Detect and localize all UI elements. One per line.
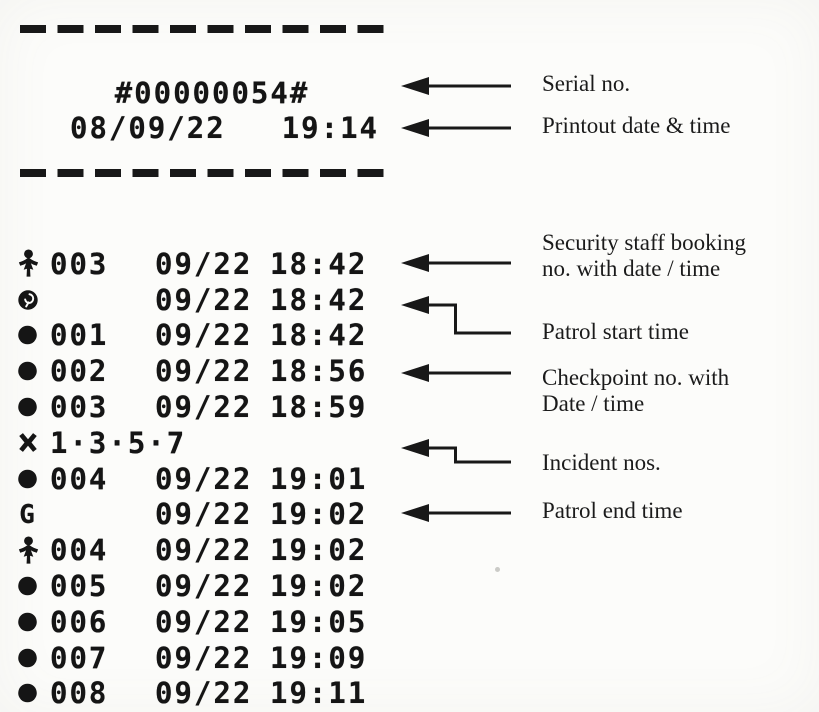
- checkpoint-icon: [16, 607, 50, 637]
- arrow-checkpoint: [401, 362, 513, 384]
- patrol-end-icon: G: [16, 499, 50, 529]
- record-time: 19:02: [270, 569, 368, 604]
- serial-number: #00000054#: [114, 76, 310, 110]
- record-time: 19:02: [270, 533, 368, 568]
- record-number: 004: [50, 461, 109, 496]
- record-time: 19:05: [270, 604, 368, 639]
- arrow-patrol-end: [401, 502, 513, 524]
- annotation-text: Patrol end time: [542, 498, 683, 523]
- annotation-text: Printout date & time: [542, 113, 731, 138]
- record-number: 005: [50, 569, 109, 604]
- record-time: 18:56: [270, 354, 368, 389]
- arrow-printout-datetime: [401, 117, 513, 139]
- printout-row: 003 09/22 18:42: [16, 246, 456, 282]
- annotation-text: Security staff booking: [542, 230, 746, 255]
- printout-row: 004 09/22 19:01: [16, 461, 456, 497]
- record-time: 18:59: [270, 390, 368, 425]
- printout-datetime-line: 08/09/22 19:14: [70, 111, 379, 145]
- record-date: 09/22: [155, 533, 253, 568]
- annotation-patrol-start: Patrol start time: [542, 319, 689, 345]
- record-time: 19:01: [270, 461, 368, 496]
- printout-row: 001 09/22 18:42: [16, 318, 456, 354]
- printout-time: 19:14: [281, 111, 379, 145]
- record-time: 19:11: [270, 676, 368, 711]
- record-date: 09/22: [155, 282, 253, 317]
- annotation-text: Incident nos.: [542, 450, 661, 475]
- annotation-printout-datetime: Printout date & time: [542, 113, 730, 139]
- record-date: 09/22: [155, 676, 253, 711]
- record-date: 09/22: [155, 318, 253, 353]
- record-date: 09/22: [155, 497, 253, 532]
- printout-row: 005 09/22 19:02: [16, 568, 456, 604]
- printout-row: 007 09/22 19:09: [16, 640, 456, 676]
- printout-row: 09/22 18:42: [16, 282, 456, 318]
- dashed-separator-top: [20, 25, 390, 33]
- annotation-checkpoint: Checkpoint no. with Date / time: [542, 365, 729, 417]
- record-number: 006: [50, 604, 109, 639]
- annotation-text: Patrol start time: [542, 319, 689, 344]
- record-number: 004: [50, 533, 109, 568]
- svg-text:G: G: [19, 501, 36, 528]
- record-date: 09/22: [155, 246, 253, 281]
- record-number: 1·3·5·7: [50, 425, 187, 460]
- patrol-start-icon: [16, 285, 50, 315]
- printout-row: 008 09/22 19:11: [16, 676, 456, 712]
- security-staff-icon: [16, 535, 50, 565]
- checkpoint-icon: [16, 571, 50, 601]
- printout-row: 004 09/22 19:02: [16, 532, 456, 568]
- arrow-patrol-start: [401, 294, 513, 342]
- annotation-text: no. with date / time: [542, 256, 721, 281]
- record-date: 09/22: [155, 390, 253, 425]
- record-number: 003: [50, 246, 109, 281]
- arrow-serial-no: [401, 75, 513, 97]
- record-time: 18:42: [270, 282, 368, 317]
- checkpoint-icon: [16, 678, 50, 708]
- printout-row: 1·3·5·7: [16, 425, 456, 461]
- printout-row: 003 09/22 18:59: [16, 389, 456, 425]
- record-time: 18:42: [270, 246, 368, 281]
- checkpoint-icon: [16, 392, 50, 422]
- incident-icon: [16, 428, 50, 458]
- record-date: 09/22: [155, 604, 253, 639]
- printout-row: G 09/22 19:02: [16, 497, 456, 533]
- annotation-incident: Incident nos.: [542, 450, 661, 476]
- record-date: 09/22: [155, 461, 253, 496]
- checkpoint-icon: [16, 643, 50, 673]
- record-time: 18:42: [270, 318, 368, 353]
- annotation-text: Serial no.: [542, 71, 631, 96]
- record-time: 19:02: [270, 497, 368, 532]
- annotation-patrol-end: Patrol end time: [542, 498, 683, 524]
- checkpoint-icon: [16, 320, 50, 350]
- record-number: 007: [50, 640, 109, 675]
- annotation-serial-no: Serial no.: [542, 71, 630, 97]
- arrow-incident: [401, 437, 513, 471]
- arrow-staff-booking: [401, 252, 513, 274]
- record-date: 09/22: [155, 569, 253, 604]
- record-date: 09/22: [155, 640, 253, 675]
- security-staff-icon: [16, 249, 50, 279]
- record-date: 09/22: [155, 354, 253, 389]
- printout-date: 08/09/22: [70, 111, 226, 145]
- printout-row: 002 09/22 18:56: [16, 353, 456, 389]
- record-number: 002: [50, 354, 109, 389]
- dashed-separator-bottom: [20, 169, 390, 177]
- annotation-text: Checkpoint no. with: [542, 365, 730, 390]
- record-number: 003: [50, 390, 109, 425]
- checkpoint-icon: [16, 464, 50, 494]
- record-number: 001: [50, 318, 109, 353]
- checkpoint-icon: [16, 356, 50, 386]
- record-number: 008: [50, 676, 109, 711]
- annotation-text: Date / time: [542, 391, 645, 416]
- printout-row: 006 09/22 19:05: [16, 604, 456, 640]
- annotation-staff-booking: Security staff booking no. with date / t…: [542, 230, 746, 282]
- scan-speckle: [495, 567, 500, 572]
- record-time: 19:09: [270, 640, 368, 675]
